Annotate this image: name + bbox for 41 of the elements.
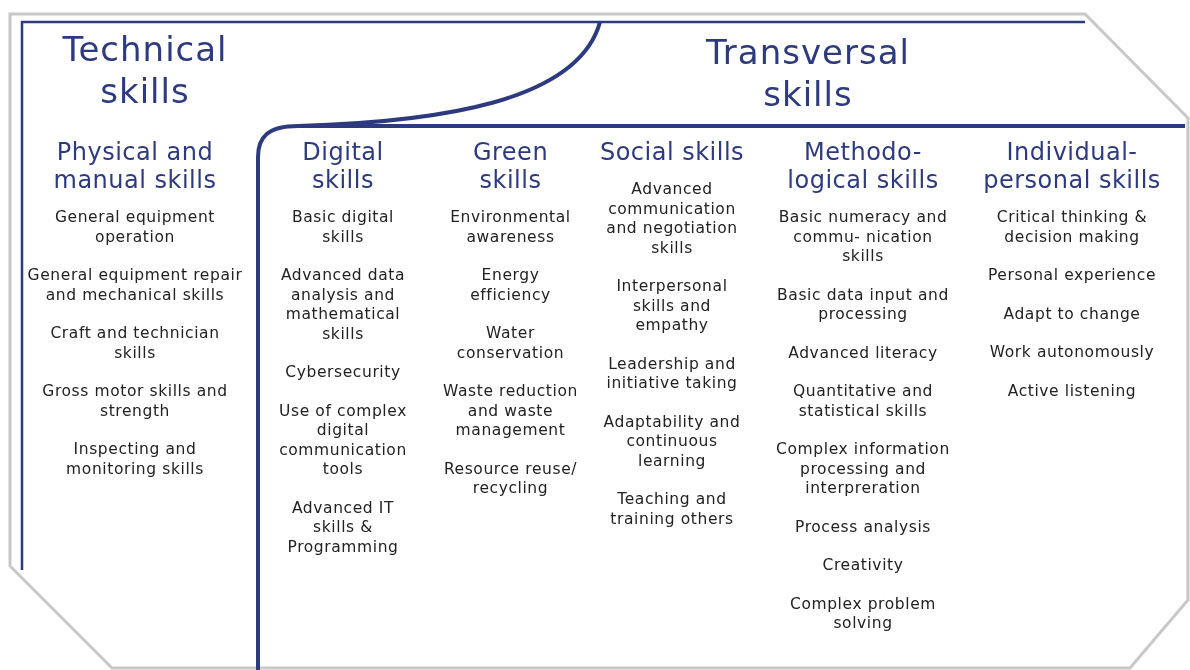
skill-item: Environmental awareness	[449, 208, 572, 247]
skill-item: Teaching and training others	[609, 490, 735, 529]
skill-item: Critical thinking & decision making	[995, 208, 1149, 247]
column-heading: Physical and manual skills	[52, 138, 218, 194]
skill-item: Work autonomously	[988, 343, 1156, 363]
skill-item: General equipment repair and mechanical skills	[27, 266, 243, 305]
section-title: Transversal skills	[705, 31, 911, 115]
skill-item: Personal experience	[986, 266, 1158, 286]
skill-item: Advanced communication and negotiation skills	[605, 180, 739, 258]
skill-item: Leadership and initiative taking	[605, 354, 739, 394]
skill-item: Gross motor skills and strength	[41, 382, 229, 421]
column-heading: Methodo- logical skills	[786, 138, 940, 194]
skill-item: Energy efficiency	[469, 266, 552, 305]
skill-item: Basic numeracy and commu- nication skills	[777, 208, 949, 267]
skill-item: Basic data input and processing	[776, 285, 950, 325]
column-heading: Individual- personal skills	[982, 138, 1162, 194]
skill-item: General equipment operation	[53, 208, 217, 247]
column-heading: Green skills	[471, 138, 550, 194]
skill-item: Creativity	[821, 556, 905, 576]
skill-item: Water conservation	[455, 324, 566, 363]
column-heading: Digital skills	[301, 138, 385, 194]
skill-item: Cybersecurity	[284, 363, 402, 383]
skill-item: Complex information processing and interpreration	[775, 440, 951, 499]
skill-item: Advanced data analysis and mathematical skills	[279, 266, 407, 344]
skill-item: Process analysis	[793, 517, 933, 537]
skill-item: Quantitative and statistical skills	[791, 382, 935, 421]
skill-item: Adaptability and continuous learning	[602, 412, 742, 471]
skill-item: Adapt to change	[1002, 304, 1142, 324]
skill-item: Advanced literacy	[787, 343, 939, 363]
skill-item: Active listening	[1006, 381, 1138, 401]
skill-item: Complex problem solving	[788, 594, 938, 634]
skill-item: Inspecting and monitoring skills	[65, 440, 205, 479]
skill-item: Resource reuse/ recycling	[443, 459, 578, 499]
skill-item: Waste reduction and waste management	[443, 382, 578, 441]
skill-item: Use of complex digital communication tools	[278, 401, 408, 480]
section-title: Technical skills	[61, 28, 229, 112]
skill-item: Craft and technician skills	[49, 324, 221, 363]
skill-item: Advanced IT skills & Programming	[286, 498, 400, 557]
skill-item: Interpersonal skills and empathy	[615, 277, 729, 336]
skill-item: Basic digital skills	[291, 208, 395, 247]
column-heading: Social skills	[598, 138, 746, 166]
